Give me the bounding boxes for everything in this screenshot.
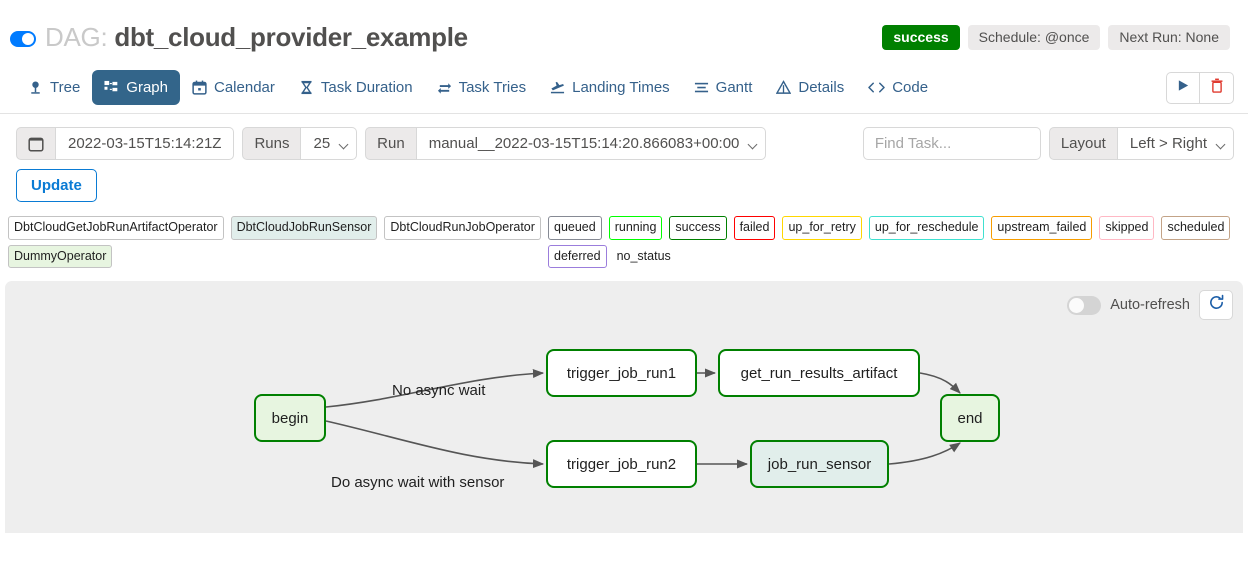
num-runs-label: Runs xyxy=(242,127,302,160)
hourglass-icon xyxy=(299,80,314,95)
dag-action-buttons xyxy=(1166,71,1234,104)
tab-task-duration[interactable]: Task Duration xyxy=(287,70,425,105)
edge-label-do-async-wait: Do async wait with sensor xyxy=(331,474,505,491)
tab-label: Graph xyxy=(126,79,168,96)
num-runs-select[interactable]: 25 xyxy=(301,127,358,160)
state-chip-success: success xyxy=(669,216,727,240)
edge-artifact-to-end xyxy=(919,372,961,394)
tab-label: Calendar xyxy=(214,79,275,96)
task-node-label: trigger_job_run2 xyxy=(566,455,677,473)
edge-begin-to-trigger1 xyxy=(325,369,545,408)
base-date-input[interactable]: 2022-03-15T15:14:21Z xyxy=(56,127,235,160)
state-chip-skipped: skipped xyxy=(1099,216,1155,240)
triangle-icon xyxy=(776,80,792,95)
dag-run-select[interactable]: manual__2022-03-15T15:14:20.866083+00:00 xyxy=(416,127,767,160)
retry-icon xyxy=(437,80,452,95)
tab-tree[interactable]: Tree xyxy=(16,70,92,105)
task-node-begin[interactable]: begin xyxy=(254,394,326,442)
layout-label: Layout xyxy=(1048,127,1118,160)
task-node-end[interactable]: end xyxy=(940,394,1000,442)
tree-icon xyxy=(28,80,43,95)
tab-calendar[interactable]: Calendar xyxy=(180,70,287,105)
calendar-icon[interactable] xyxy=(16,127,56,160)
dag-graph-panel: Auto-refresh begin trigger_job_run1 xyxy=(5,281,1243,533)
trigger-dag-button[interactable] xyxy=(1166,71,1200,104)
task-node-get-run-results-artifact[interactable]: get_run_results_artifact xyxy=(718,349,920,397)
dag-nav-tabs: Tree Graph Calendar Task Duration Task T… xyxy=(0,62,1248,114)
state-chip-upstream-failed: upstream_failed xyxy=(991,216,1093,240)
graph-icon xyxy=(104,80,119,95)
auto-refresh-toggle[interactable] xyxy=(1067,295,1102,315)
state-chip-queued: queued xyxy=(548,216,602,240)
layout-select[interactable]: Left > Right xyxy=(1117,127,1234,160)
operator-chip: DbtCloudRunJobOperator xyxy=(384,216,541,240)
auto-refresh-label: Auto-refresh xyxy=(1110,297,1190,313)
tab-graph[interactable]: Graph xyxy=(92,70,180,105)
dag-run-label: Run xyxy=(365,127,417,160)
next-run-badge[interactable]: Next Run: None xyxy=(1108,24,1230,50)
task-node-trigger-job-run2[interactable]: trigger_job_run2 xyxy=(546,440,697,488)
page-header: DAG: dbt_cloud_provider_example success … xyxy=(0,0,1248,62)
calendar-icon xyxy=(192,80,207,95)
landing-icon xyxy=(550,80,565,95)
legend-area: DbtCloudGetJobRunArtifactOperator DbtClo… xyxy=(0,214,1248,276)
dag-pause-toggle[interactable] xyxy=(10,30,36,47)
state-chip-running: running xyxy=(608,216,663,240)
dag-filter-bar: 2022-03-15T15:14:21Z Runs 25 Run manual_… xyxy=(0,114,1248,214)
operator-chip: DbtCloudGetJobRunArtifactOperator xyxy=(8,216,224,240)
edge-begin-to-trigger2 xyxy=(325,420,545,469)
tab-landing-times[interactable]: Landing Times xyxy=(538,70,682,105)
edge-sensor-to-end xyxy=(888,442,961,465)
layout-group: Layout Left > Right xyxy=(1048,127,1234,160)
state-chip-no-status: no_status xyxy=(616,248,671,263)
state-chip-failed: failed xyxy=(733,216,776,240)
task-node-label: trigger_job_run1 xyxy=(566,364,677,382)
task-node-label: end xyxy=(957,409,983,427)
graph-edges xyxy=(325,368,961,469)
tab-label: Task Tries xyxy=(458,79,527,96)
graph-controls: Auto-refresh xyxy=(1067,290,1233,320)
task-node-job-run-sensor[interactable]: job_run_sensor xyxy=(750,440,889,488)
tab-label: Landing Times xyxy=(572,79,670,96)
code-icon xyxy=(868,80,885,95)
operator-chip: DummyOperator xyxy=(8,244,113,268)
delete-dag-button[interactable] xyxy=(1200,71,1234,104)
schedule-badge[interactable]: Schedule: @once xyxy=(967,24,1101,50)
gantt-icon xyxy=(694,80,709,95)
operator-chip: DbtCloudJobRunSensor xyxy=(230,216,378,240)
find-task-input[interactable]: Find Task... xyxy=(862,127,1041,160)
tab-details[interactable]: Details xyxy=(764,70,856,105)
update-button[interactable]: Update xyxy=(16,169,97,202)
task-node-label: begin xyxy=(271,409,309,427)
tab-code[interactable]: Code xyxy=(856,70,940,105)
tab-label: Task Duration xyxy=(320,79,413,96)
tab-task-tries[interactable]: Task Tries xyxy=(425,70,539,105)
trash-icon xyxy=(1210,78,1224,98)
state-legend: queued running success failed up_for_ret… xyxy=(548,216,1240,268)
task-node-label: get_run_results_artifact xyxy=(740,364,898,382)
tab-label: Code xyxy=(892,79,929,96)
state-chip-up-for-reschedule: up_for_reschedule xyxy=(868,216,985,240)
dag-prefix-label: DAG: xyxy=(45,21,108,52)
state-chip-deferred: deferred xyxy=(548,244,607,268)
task-node-label: job_run_sensor xyxy=(767,455,872,473)
dag-run-group: Run manual__2022-03-15T15:14:20.866083+0… xyxy=(365,127,767,160)
refresh-icon xyxy=(1208,294,1225,316)
task-node-trigger-job-run1[interactable]: trigger_job_run1 xyxy=(546,349,697,397)
state-chip-up-for-retry: up_for_retry xyxy=(782,216,862,240)
base-date-group: 2022-03-15T15:14:21Z xyxy=(16,127,235,160)
play-icon xyxy=(1177,79,1190,97)
tab-label: Gantt xyxy=(715,79,753,96)
status-badge: success xyxy=(882,24,960,50)
refresh-button[interactable] xyxy=(1199,290,1233,320)
state-chip-scheduled: scheduled xyxy=(1161,216,1231,240)
tab-gantt[interactable]: Gantt xyxy=(682,70,765,105)
operator-legend: DbtCloudGetJobRunArtifactOperator DbtClo… xyxy=(8,216,548,268)
tab-label: Details xyxy=(798,79,845,96)
edge-label-no-async-wait: No async wait xyxy=(392,382,486,399)
page-title: dbt_cloud_provider_example xyxy=(114,21,468,52)
num-runs-group: Runs 25 xyxy=(242,127,358,160)
tab-label: Tree xyxy=(50,79,81,96)
header-badges: success Schedule: @once Next Run: None xyxy=(882,24,1234,50)
